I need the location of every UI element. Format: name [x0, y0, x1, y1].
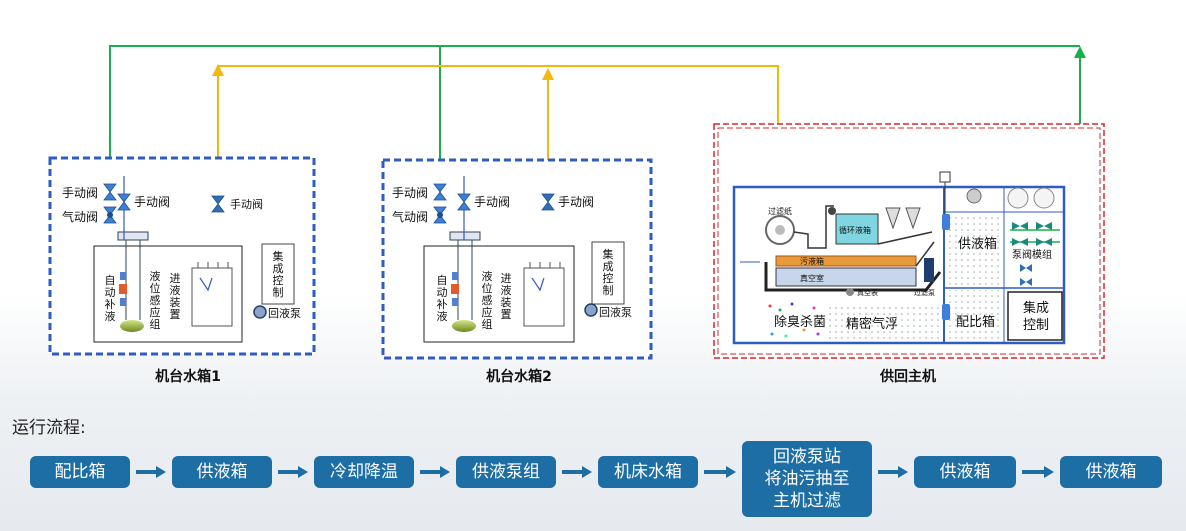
flow-arrow-6: [878, 466, 908, 478]
tank-1-manual-valve-right-label: 手动阀: [230, 197, 263, 211]
flow-arrow-1: [136, 466, 166, 478]
tank-2-inlet-device-label-text: 进液装置: [501, 272, 512, 321]
tank-2-inlet-device-label: 进液装置: [501, 272, 512, 321]
host-filter-paper-label: 过滤纸: [768, 206, 792, 216]
tank-1-level-sensor-label: 液位感应组: [150, 269, 161, 331]
tank-1-auto-refill-label-text: 自动补液: [105, 274, 116, 323]
flow-step-6: 回液泵站 将油污抽至 主机过滤: [742, 441, 872, 517]
tank-1-manual-valve-left-label: 手动阀: [62, 186, 98, 200]
tank-2-manual-valve-mid[interactable]: [457, 193, 471, 211]
tank-2-control-box[interactable]: [591, 241, 625, 305]
flow-arrow-5: [704, 466, 736, 478]
tank-1-auto-refill-label: 自动补液: [105, 274, 116, 323]
tank-1-control-label: 集成控制: [273, 249, 284, 299]
flow-arrow-3: [420, 466, 450, 478]
flow-arrow-2: [278, 466, 308, 478]
host-filter-pump: [924, 258, 934, 282]
tank-1-return-pump-label: 回液泵: [268, 306, 301, 320]
tank-2-pneumatic-valve[interactable]: [433, 206, 447, 224]
host-cyclone: [885, 207, 901, 230]
flow-step-8: 供液箱: [1060, 456, 1162, 488]
tank-2-control-label: 集成控制: [603, 247, 614, 297]
return-arrow-top1: [212, 64, 224, 76]
flow-step-3: 冷却降温: [314, 456, 414, 488]
tank-1-body: [93, 245, 243, 343]
tank-2-manual-valve-mid-label: 手动阀: [474, 195, 510, 209]
host-supply-tank-label: 供液箱: [958, 236, 997, 252]
tank-2-auto-refill-label: 自动补液: [437, 274, 448, 323]
flow-step-7: 供液箱: [914, 456, 1016, 488]
tank-1-sludge: [120, 320, 144, 332]
tank-1: 机台水箱1 手动阀 气动阀 手动阀 手动阀 回液泵 自动补液 液位感应组 进液装…: [48, 156, 316, 385]
host-vacuum-meter: [846, 288, 854, 296]
host-vacuum-chamber: [775, 267, 917, 287]
tank-2-return-pump[interactable]: [584, 303, 598, 317]
tank-1-control-label-text: 集成控制: [273, 249, 284, 299]
return-arrow-top2: [542, 68, 554, 80]
tank-1-control-box[interactable]: [261, 243, 295, 305]
tank-2-return-pump-label: 回液泵: [599, 305, 632, 319]
host-border-inner: [717, 127, 1101, 355]
host-fan-1: [1007, 187, 1029, 209]
tank-1-inlet-device: [191, 267, 233, 327]
tank-1-pneumatic-valve-label: 气动阀: [62, 209, 98, 224]
tank-1-inlet-device-label: 进液装置: [170, 272, 181, 321]
tank-1-manual-valve-left[interactable]: [103, 183, 117, 201]
flow-step-2: 供液箱: [172, 456, 272, 488]
host-fine-flotation-label: 精密气浮: [846, 316, 898, 332]
tank-2-manual-valve-right-label: 手动阀: [558, 195, 594, 209]
host-vacuum-chamber-label: 真空室: [800, 273, 824, 283]
tank-1-caption: 机台水箱1: [155, 368, 221, 385]
flow-step-4: 供液泵组: [456, 456, 556, 488]
flow-step-5: 机床水箱: [598, 456, 698, 488]
host-fan-2: [1033, 187, 1055, 209]
host-vacuum-meter-label: 真空表: [857, 288, 878, 297]
host-pump-valve-module-label: 泵阀模组: [1012, 248, 1052, 261]
flow-title: 运行流程:: [12, 418, 86, 438]
tank-1-inlet-device-label-text: 进液装置: [170, 272, 181, 321]
host-circulation-tank-label: 循环液箱: [839, 225, 871, 235]
supply-pipe-arrow: [1074, 46, 1086, 58]
host-control-label-text: 集成控制: [1023, 300, 1049, 333]
host-caption: 供回主机: [879, 368, 936, 385]
tank-1-sensor-red: [119, 284, 127, 294]
tank-2-level-sensor-label-text: 液位感应组: [482, 269, 493, 331]
tank-2-control-label-text: 集成控制: [603, 247, 614, 297]
tank-2-manual-valve-right[interactable]: [541, 193, 555, 211]
flow-arrow-4: [562, 466, 592, 478]
host-dirty-tank-label: 污液箱: [800, 256, 824, 266]
tank-2-caption: 机台水箱2: [486, 368, 552, 385]
host-filter-pump-label: 过滤泵: [914, 288, 935, 297]
tank-1-manual-valve-mid-label: 手动阀: [134, 195, 170, 209]
host-control-label: 集成控制: [1023, 300, 1049, 333]
tank-2-sludge: [452, 320, 476, 332]
host-odor-sterilize-dots: [768, 302, 820, 338]
host-circulation-tank: [835, 213, 879, 245]
host-unit: 供回主机 过滤纸 循环液箱 污液箱 真空室 真空表 过滤泵 供液箱 泵阀模组 除…: [713, 123, 1105, 385]
host-motor: [966, 188, 982, 204]
tank-1-return-pump[interactable]: [253, 305, 267, 319]
tank-2-pneumatic-valve-label: 气动阀: [392, 209, 428, 224]
tank-2-manual-valve-left[interactable]: [433, 183, 447, 201]
flow-step-1: 配比箱: [30, 456, 130, 488]
tank-1-sensor-blue: [120, 298, 126, 306]
tank-1-cap: [117, 231, 149, 241]
tank-1-level-sensor-label-text: 液位感应组: [150, 269, 161, 331]
tank-2-sensor-red: [451, 284, 459, 294]
tank-2-inlet-device: [523, 267, 565, 327]
host-mix-tank-label: 配比箱: [956, 314, 995, 330]
host-odor-sterilize-label: 除臭杀菌: [774, 315, 826, 330]
tank-2-level-sensor-label: 液位感应组: [482, 269, 493, 331]
tank-1-manual-valve-right[interactable]: [211, 195, 225, 213]
host-dirty-tank: [775, 255, 917, 267]
tank-2: 机台水箱2 手动阀 气动阀 手动阀 手动阀 回液泵 自动补液 液位感应组 进液装…: [381, 158, 653, 385]
tank-1-manual-valve-mid[interactable]: [117, 193, 131, 211]
flow-arrow-7: [1022, 466, 1054, 478]
tank-1-pneumatic-valve[interactable]: [103, 206, 117, 224]
tank-2-manual-valve-left-label: 手动阀: [392, 186, 428, 200]
host-control-box[interactable]: [1007, 291, 1063, 341]
tank-2-auto-refill-label-text: 自动补液: [437, 274, 448, 323]
